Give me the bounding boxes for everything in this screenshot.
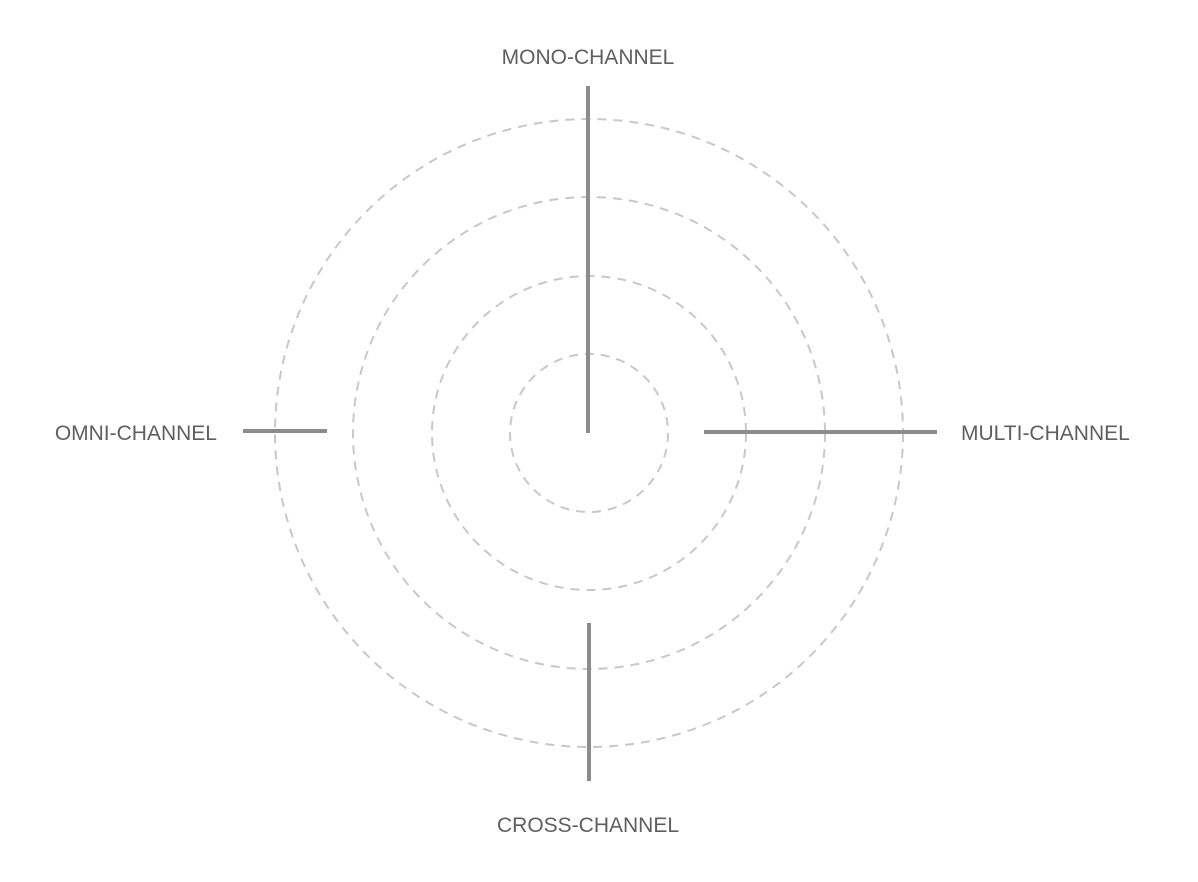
label-cross-channel: CROSS-CHANNEL: [497, 814, 679, 837]
label-multi-channel: MULTI-CHANNEL: [961, 422, 1130, 445]
label-omni-channel: OMNI-CHANNEL: [55, 422, 217, 445]
label-mono-channel: MONO-CHANNEL: [502, 46, 675, 69]
